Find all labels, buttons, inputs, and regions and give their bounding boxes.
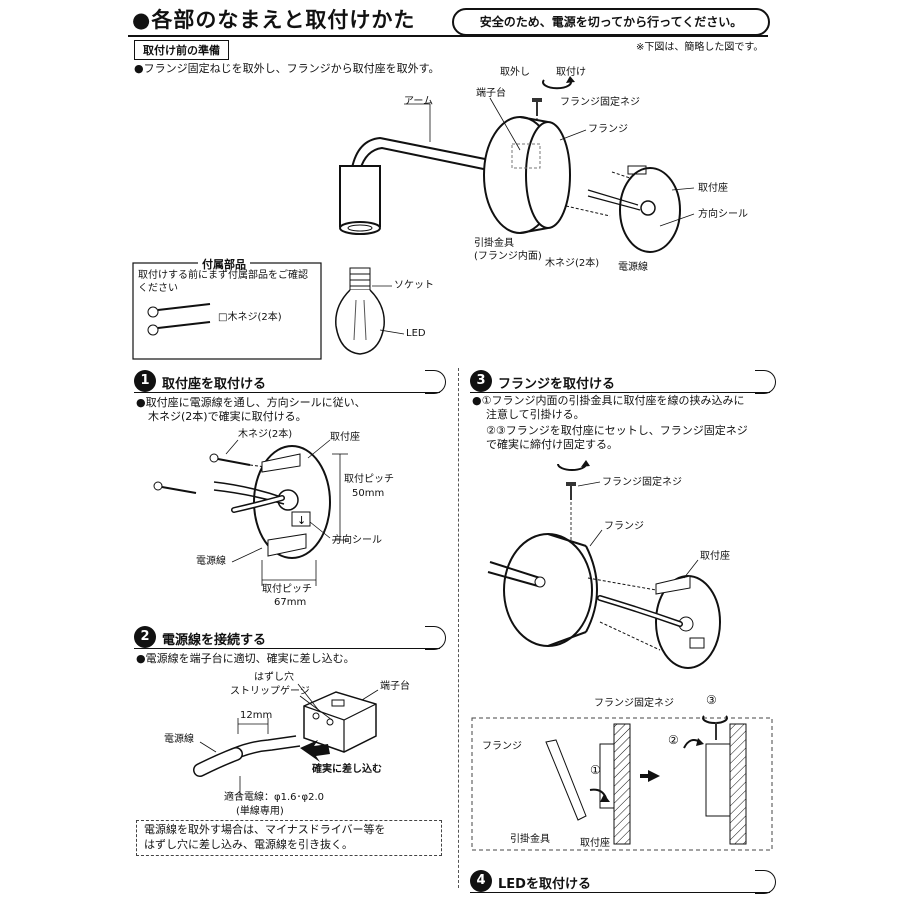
accessories-text-1: 取付けする前にまず付属部品をご確認 (138, 270, 308, 281)
step3-title: フランジを取付ける (498, 377, 616, 392)
step3-mark-1: ① (590, 763, 601, 777)
step1-pitch-v-value: 50mm (352, 488, 385, 499)
overview-power-cord: 電源線 (618, 262, 648, 273)
step3-line1: ●①フランジ内面の引掛金具に取付座を線の挟み込みに (472, 394, 745, 407)
step2-wire-note: (単線専用) (236, 806, 284, 817)
step2-diagram (193, 683, 379, 798)
step1-pitch-v-label: 取付ピッチ (344, 474, 394, 485)
step1-power-cord: 電源線 (196, 556, 226, 567)
step1-base: 取付座 (330, 432, 360, 443)
step3-flange-screw: フランジ固定ネジ (602, 477, 682, 488)
step2-remove-note-2: はずし穴に差し込み、電源線を引き抜く。 (144, 838, 353, 851)
step2-remove-note-box (136, 820, 442, 856)
step1-diagram: ↓ (153, 439, 348, 586)
overview-flange: フランジ (588, 124, 628, 135)
step1-direction-seal: 方向シール (332, 535, 382, 546)
step1-wood-screw: 木ネジ(2本) (238, 429, 293, 440)
overview-hook-metal-sub: (フランジ内面) (474, 251, 542, 262)
prep-instruction: ●フランジ固定ねじを取外し、フランジから取付座を取外す。 (134, 62, 440, 75)
step3-heading: 3 フランジを取付ける (470, 370, 776, 394)
step4-number: 4 (470, 870, 492, 892)
overview-hook-metal: 引掛金具 (474, 238, 514, 249)
step2-remove-note-1: 電源線を取外す場合は、マイナスドライバー等を (144, 823, 386, 836)
step2-length: 12mm (240, 710, 273, 721)
accessories-item: □木ネジ(2本) (218, 312, 282, 323)
attach-label: 取付け (556, 67, 586, 78)
step2-power-cord: 電源線 (164, 734, 194, 745)
overview-flange-screw: フランジ固定ネジ (560, 97, 640, 108)
step2-wire-spec: 適合電線：φ1.6･φ2.0 (224, 792, 324, 803)
prep-box-label: 取付け前の準備 (134, 40, 229, 60)
step1-pitch-h-value: 67mm (274, 597, 307, 608)
accessories-title: 付属部品 (198, 256, 250, 272)
step3-base-2: 取付座 (580, 838, 610, 849)
step1-number: 1 (134, 370, 156, 392)
remove-label: 取外し (500, 67, 530, 78)
step3-mark-3: ③ (706, 693, 717, 707)
overview-socket: ソケット (394, 280, 434, 291)
step4-title: LEDを取付ける (498, 877, 591, 892)
step3-line2: 注意して引掛ける。 (486, 408, 585, 421)
step1-pitch-h-label: 取付ピッチ (262, 584, 312, 595)
accessories-text-2: ください (138, 283, 178, 294)
overview-led: LED (406, 328, 426, 339)
step3-number: 3 (470, 370, 492, 392)
step4-heading: 4 LEDを取付ける (470, 870, 776, 894)
overview-diagram (132, 76, 695, 360)
step1-line2: 木ネジ(2本)で確実に取付ける。 (148, 410, 307, 423)
page-title: ●各部のなまえと取付けかた (132, 8, 416, 32)
step3-line4: で確実に締付け固定する。 (486, 438, 618, 451)
overview-direction-seal: 方向シール (698, 209, 748, 220)
step3-flange: フランジ (604, 521, 644, 532)
step3-mark-2: ② (668, 733, 679, 747)
column-divider (458, 368, 459, 888)
step2-release-hole: はずし穴 (254, 672, 294, 683)
svg-text:↓: ↓ (297, 514, 306, 527)
step1-line1: ●取付座に電源線を通し、方向シールに従い、 (136, 396, 366, 409)
step3-diagram (471, 460, 773, 851)
overview-base: 取付座 (698, 183, 728, 194)
overview-arm: アーム (404, 96, 434, 107)
step2-terminal: 端子台 (380, 681, 410, 692)
overview-terminal: 端子台 (476, 88, 506, 99)
step2-heading: 2 電源線を接続する (134, 626, 446, 650)
step1-title: 取付座を取付ける (162, 377, 267, 392)
step3-flange-2: フランジ (482, 741, 522, 752)
step2-title: 電源線を接続する (162, 633, 267, 648)
overview-wood-screw: 木ネジ(2本) (545, 258, 600, 269)
step3-base: 取付座 (700, 551, 730, 562)
step3-hook-metal: 引掛金具 (510, 834, 550, 845)
step3-line3: ②③フランジを取付座にセットし、フランジ固定ネジ (486, 424, 748, 437)
header-rule (128, 35, 768, 37)
prep-note: ※下図は、簡略した図です。 (636, 42, 764, 53)
step2-number: 2 (134, 626, 156, 648)
step1-heading: 1 取付座を取付ける (134, 370, 446, 394)
step2-insert: 確実に差し込む (312, 764, 382, 775)
step2-line1: ●電源線を端子台に適切、確実に差し込む。 (136, 652, 355, 665)
step2-strip-gauge: ストリップゲージ (230, 686, 310, 697)
step3-flange-screw-2: フランジ固定ネジ (594, 698, 674, 709)
